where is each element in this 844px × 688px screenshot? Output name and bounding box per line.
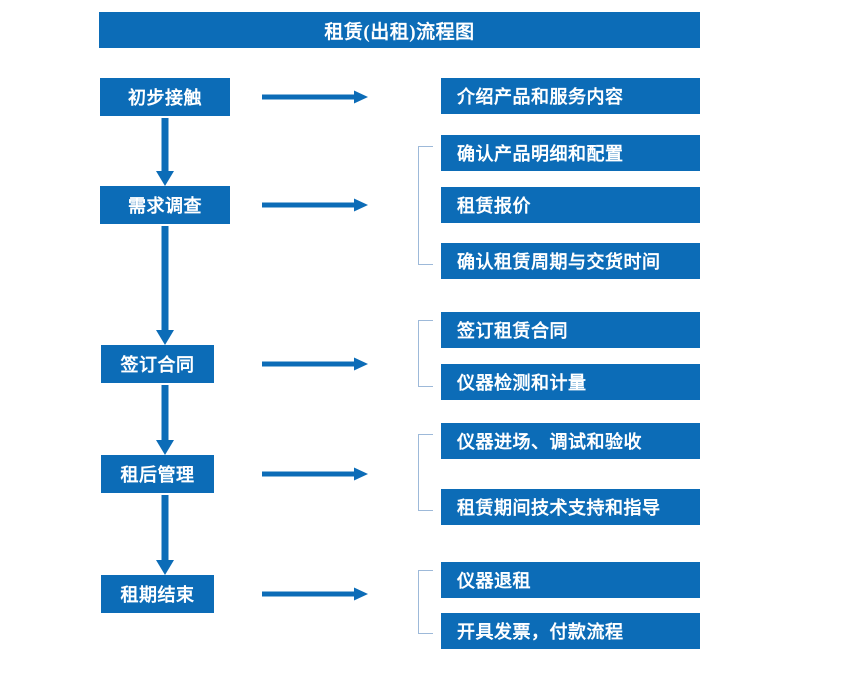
vertical-arrow-icon-4 (154, 495, 176, 575)
detail-box-introduce-products[interactable]: 介绍产品和服务内容 (441, 78, 700, 114)
stage-box-requirement-survey[interactable]: 需求调查 (100, 186, 230, 224)
detail-box-confirm-lease-period[interactable]: 确认租赁周期与交货时间 (441, 243, 700, 279)
group-bracket-sign-contract (418, 320, 433, 387)
stage-box-post-rental-management[interactable]: 租后管理 (101, 455, 214, 493)
vertical-arrow-icon-1 (154, 118, 176, 186)
detail-box-instrument-entry-commissioning[interactable]: 仪器进场、调试和验收 (441, 423, 700, 459)
flowchart-title: 租赁(出租)流程图 (99, 12, 700, 48)
stage-box-sign-contract[interactable]: 签订合同 (101, 345, 214, 383)
detail-box-instrument-return[interactable]: 仪器退租 (441, 562, 700, 598)
detail-box-technical-support[interactable]: 租赁期间技术支持和指导 (441, 489, 700, 525)
horizontal-arrow-icon-1 (262, 87, 368, 107)
vertical-arrow-icon-3 (154, 385, 176, 455)
vertical-arrow-icon-2 (154, 226, 176, 345)
horizontal-arrow-icon-2 (262, 195, 368, 215)
group-bracket-post-rental (418, 434, 433, 511)
stage-box-lease-end[interactable]: 租期结束 (101, 575, 214, 613)
detail-box-instrument-inspection[interactable]: 仪器检测和计量 (441, 364, 700, 400)
group-bracket-lease-end (418, 570, 433, 634)
horizontal-arrow-icon-5 (262, 584, 368, 604)
horizontal-arrow-icon-3 (262, 354, 368, 374)
stage-box-initial-contact[interactable]: 初步接触 (100, 78, 230, 116)
detail-box-sign-lease-contract[interactable]: 签订租赁合同 (441, 312, 700, 348)
horizontal-arrow-icon-4 (262, 464, 368, 484)
group-bracket-requirement-survey (418, 146, 433, 265)
detail-box-rental-quotation[interactable]: 租赁报价 (441, 187, 700, 223)
detail-box-confirm-product-details[interactable]: 确认产品明细和配置 (441, 135, 700, 171)
detail-box-invoice-payment[interactable]: 开具发票，付款流程 (441, 613, 700, 649)
